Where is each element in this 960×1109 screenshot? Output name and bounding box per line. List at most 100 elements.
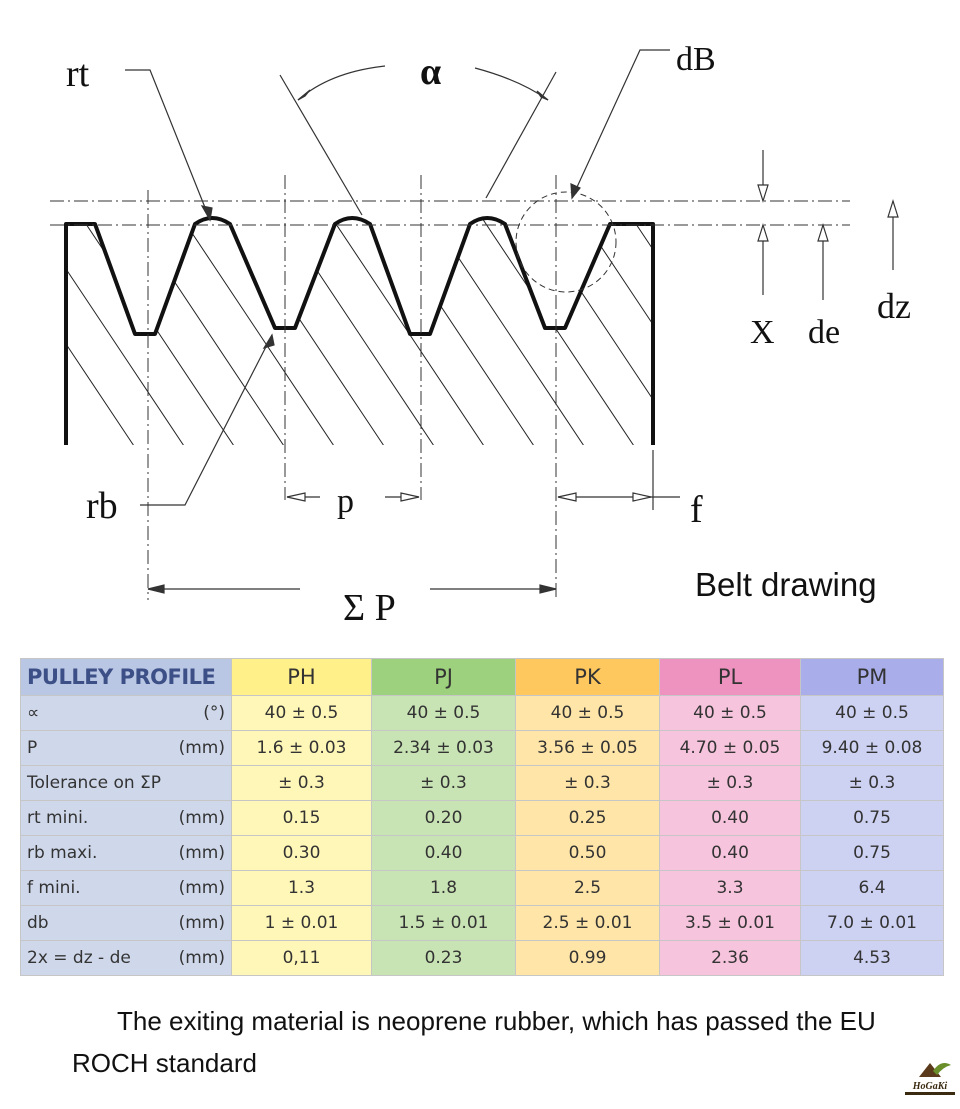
row-unit: (mm) (178, 808, 225, 828)
row-label: db (mm) (20, 905, 232, 941)
table-cell: 4.70 ± 0.05 (659, 730, 801, 766)
table-cell: 40 ± 0.5 (659, 695, 801, 731)
table-cell: ± 0.3 (515, 765, 660, 801)
row-label: Tolerance on ΣP (20, 765, 232, 801)
row-label-text: Tolerance on ΣP (27, 773, 162, 793)
drawing-caption: Belt drawing (695, 566, 877, 603)
hatch-pattern (66, 218, 653, 445)
table-cell: 1 ± 0.01 (231, 905, 372, 941)
table-cell: 2.36 (659, 940, 801, 976)
row-label: ∝ (°) (20, 695, 232, 731)
table-cell: 0.23 (371, 940, 516, 976)
table-cell: 40 ± 0.5 (800, 695, 944, 731)
table-cell: 40 ± 0.5 (231, 695, 372, 731)
label-alpha: α (420, 51, 441, 93)
header-pl: PL (659, 658, 801, 696)
reference-lines (50, 175, 850, 600)
table-cell: 1.6 ± 0.03 (231, 730, 372, 766)
row-label-text: db (27, 913, 49, 933)
label-rb: rb (86, 485, 118, 527)
row-unit: (mm) (178, 843, 225, 863)
row-label-text: rb maxi. (27, 843, 98, 863)
row-unit: (°) (203, 703, 225, 723)
header-pulley-profile: PULLEY PROFILE (20, 658, 232, 696)
table-cell: 3.5 ± 0.01 (659, 905, 801, 941)
table-cell: ± 0.3 (659, 765, 801, 801)
label-de: de (808, 314, 840, 351)
header-pm: PM (800, 658, 944, 696)
table-cell: 6.4 (800, 870, 944, 906)
row-label: P (mm) (20, 730, 232, 766)
table-cell: 2.5 ± 0.01 (515, 905, 660, 941)
row-unit: (mm) (178, 878, 225, 898)
pulley-profile-table: PULLEY PROFILE PH PJ PK PL PM ∝ (°) 40 ± 0… (20, 658, 944, 976)
row-label-text: P (27, 738, 38, 758)
row-label-text: rt mini. (27, 808, 89, 828)
row-unit: (mm) (178, 738, 225, 758)
row-unit: (mm) (178, 913, 225, 933)
x-de-dz-dimensions (757, 150, 899, 300)
table-row: Tolerance on ΣP± 0.3± 0.3± 0.3± 0.3± 0.3 (20, 765, 944, 801)
label-p: p (337, 483, 354, 520)
db-leader (570, 49, 670, 200)
table-cell: ± 0.3 (371, 765, 516, 801)
table-cell: 0.40 (371, 835, 516, 871)
table-cell: 0.30 (231, 835, 372, 871)
row-label: rb maxi. (mm) (20, 835, 232, 871)
header-ph: PH (231, 658, 372, 696)
table-cell: 0.75 (800, 835, 944, 871)
table-cell: 7.0 ± 0.01 (800, 905, 944, 941)
header-pk: PK (515, 658, 660, 696)
table-cell: 40 ± 0.5 (515, 695, 660, 731)
belt-profile-outline (64, 216, 655, 445)
db-circle (515, 191, 617, 293)
table-header-row: PULLEY PROFILE PH PJ PK PL PM (20, 658, 944, 696)
table-cell: 0.15 (231, 800, 372, 836)
table-cell: 0.40 (659, 800, 801, 836)
table-cell: 1.8 (371, 870, 516, 906)
table-cell: 0.50 (515, 835, 660, 871)
row-label-text: 2x = dz - de (27, 948, 131, 968)
table-cell: ± 0.3 (231, 765, 372, 801)
f-dimension (557, 450, 680, 510)
table-cell: ± 0.3 (800, 765, 944, 801)
rb-leader (140, 333, 275, 506)
table-cell: 0,11 (231, 940, 372, 976)
sum-p-dimension (147, 584, 557, 594)
table-cell: 0.99 (515, 940, 660, 976)
table-cell: 1.5 ± 0.01 (371, 905, 516, 941)
label-x: X (750, 314, 775, 351)
label-db: dB (676, 41, 716, 78)
row-label-text: f mini. (27, 878, 81, 898)
row-unit: (mm) (178, 948, 225, 968)
hogaki-logo: HoGaKi (903, 1055, 957, 1097)
belt-profile-drawing: rt α dB X de dz rb p f Σ P (50, 41, 911, 629)
table-cell: 0.20 (371, 800, 516, 836)
label-f: f (690, 489, 703, 531)
material-note: The exiting material is neoprene rubber,… (72, 1006, 876, 1078)
table-cell: 4.53 (800, 940, 944, 976)
table-cell: 1.3 (231, 870, 372, 906)
alpha-angle (279, 65, 557, 216)
rt-leader (125, 69, 213, 222)
table-cell: 3.3 (659, 870, 801, 906)
row-label-text: ∝ (27, 703, 40, 723)
table-cell: 9.40 ± 0.08 (800, 730, 944, 766)
row-label: f mini. (mm) (20, 870, 232, 906)
label-dz: dz (877, 286, 911, 326)
p-dimension (286, 492, 420, 502)
row-label: rt mini. (mm) (20, 800, 232, 836)
table-cell: 0.75 (800, 800, 944, 836)
row-label: 2x = dz - de (mm) (20, 940, 232, 976)
table-cell: 0.40 (659, 835, 801, 871)
table-cell: 2.34 ± 0.03 (371, 730, 516, 766)
svg-text:HoGaKi: HoGaKi (912, 1081, 948, 1092)
label-sum-p: Σ P (343, 587, 396, 629)
table-cell: 40 ± 0.5 (371, 695, 516, 731)
